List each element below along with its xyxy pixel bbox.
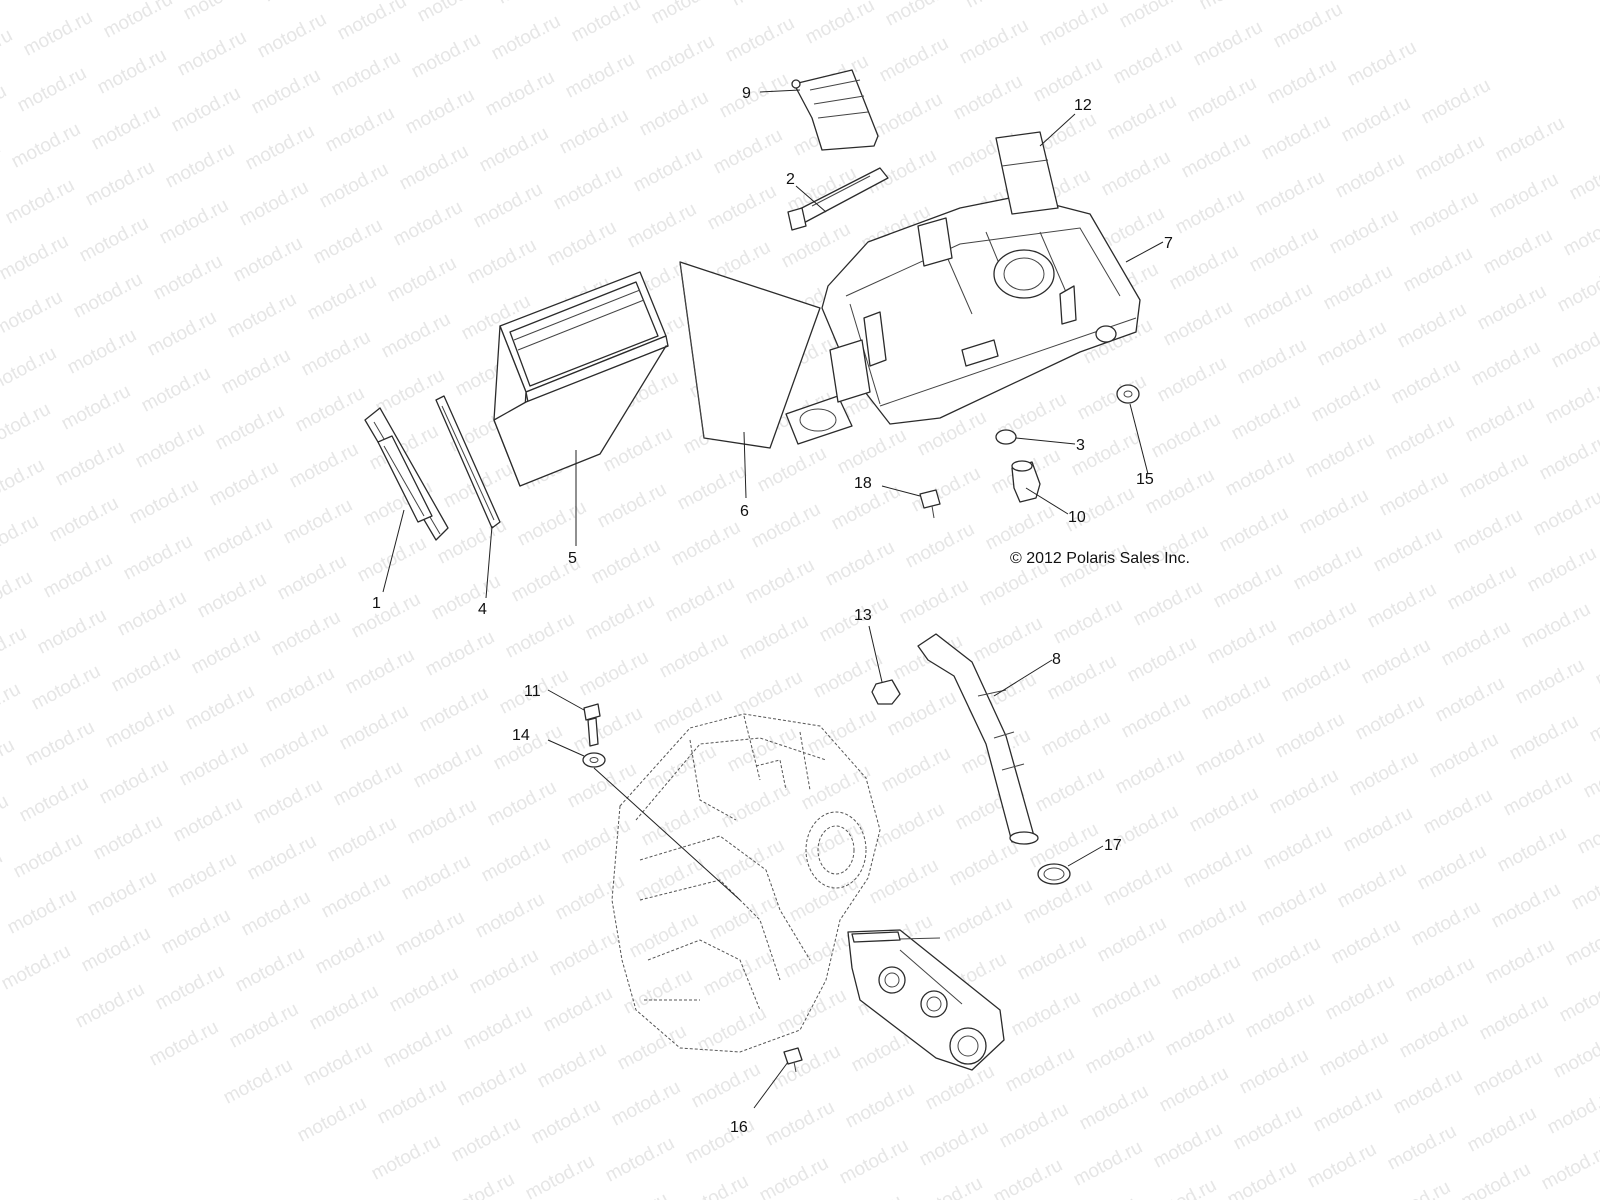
part-nut <box>871 679 901 705</box>
callout-14: 14 <box>512 727 530 744</box>
part-strap <box>787 167 889 231</box>
part-duct <box>995 131 1059 215</box>
part-screw <box>783 1047 803 1073</box>
part-seal <box>435 395 501 529</box>
part-bolt <box>583 703 601 747</box>
part-grommet <box>1116 384 1140 404</box>
part-hose-clamp <box>1037 863 1071 885</box>
part-washer <box>582 752 606 768</box>
copyright-notice: © 2012 Polaris Sales Inc. <box>1010 550 1190 567</box>
part-pre-filter <box>679 261 821 449</box>
callout-17: 17 <box>1104 837 1122 854</box>
engine-intake-housing <box>611 713 881 1053</box>
callout-1: 1 <box>372 595 381 612</box>
callout-labels: 1 2 3 4 5 6 7 8 9 10 11 12 13 14 15 16 1… <box>372 85 1173 1136</box>
callout-18: 18 <box>854 475 872 492</box>
part-drain-valve <box>1011 460 1041 503</box>
callout-6: 6 <box>740 503 749 520</box>
part-intake-hose <box>917 633 1039 845</box>
callout-3: 3 <box>1076 437 1085 454</box>
part-bracket <box>791 69 879 151</box>
part-fastener <box>919 489 941 519</box>
callout-8: 8 <box>1052 651 1061 668</box>
callout-2: 2 <box>786 171 795 188</box>
callout-15: 15 <box>1136 471 1154 488</box>
part-o-ring <box>995 429 1017 445</box>
callout-16: 16 <box>730 1119 748 1136</box>
leader-lines <box>382 89 1164 1109</box>
callout-13: 13 <box>854 607 872 624</box>
callout-4: 4 <box>478 601 487 618</box>
part-air-filter <box>493 271 669 487</box>
throttle-body <box>847 929 1005 1071</box>
callout-7: 7 <box>1164 235 1173 252</box>
callout-10: 10 <box>1068 509 1086 526</box>
callout-11: 11 <box>524 683 541 700</box>
callout-12: 12 <box>1074 97 1092 114</box>
part-airbox-housing <box>785 195 1141 445</box>
callout-9: 9 <box>742 85 751 102</box>
part-airbox-cover <box>364 407 449 541</box>
callout-5: 5 <box>568 550 577 567</box>
